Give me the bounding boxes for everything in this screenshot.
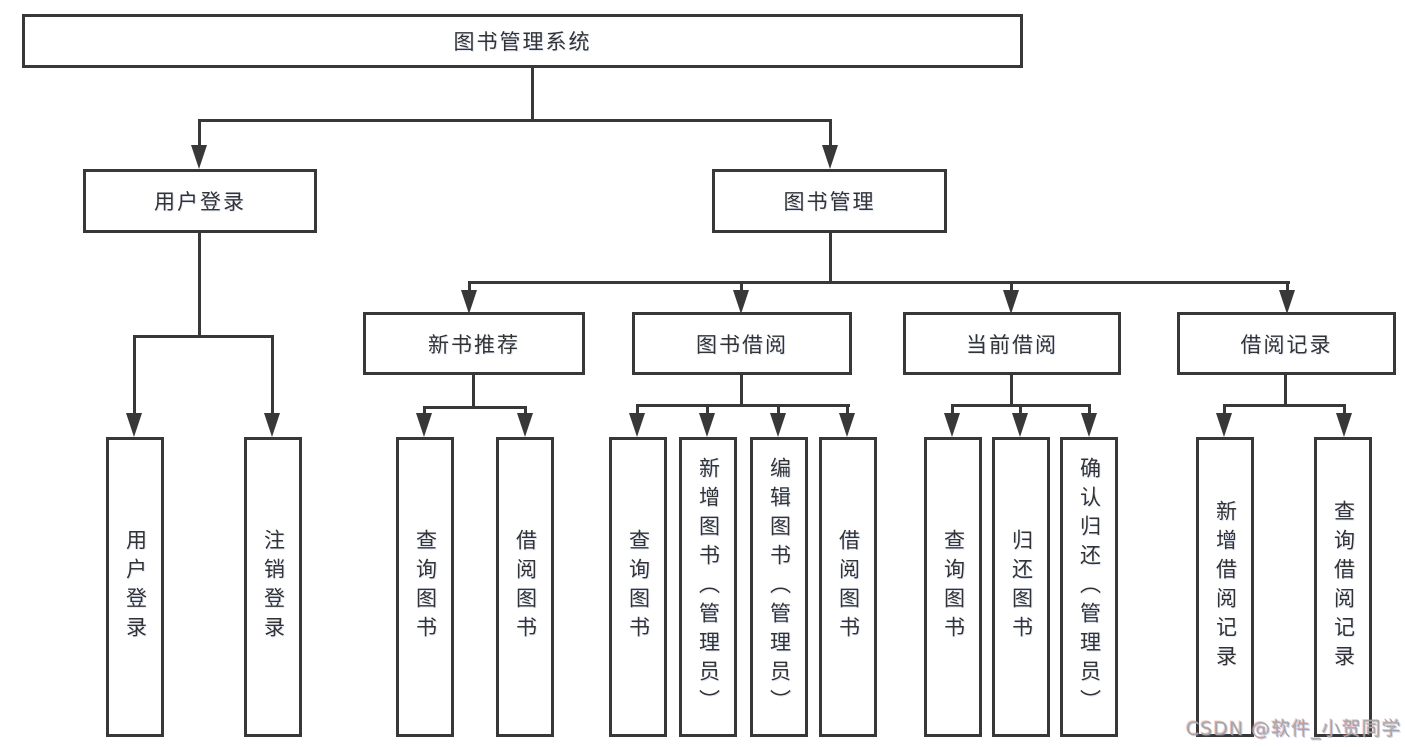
arrow-down <box>1336 413 1352 437</box>
connector-line <box>271 335 274 417</box>
csdn-watermark: CSDN @软件_小贺同学 <box>1186 718 1402 740</box>
node-user-login: 用户登录 <box>83 169 317 233</box>
leaf-label: 新增图书（管理员） <box>696 456 721 718</box>
leaf-label: 查询图书 <box>941 529 966 645</box>
leaf-label: 注销登录 <box>261 529 286 645</box>
arrow-down <box>944 413 960 437</box>
leaf-label: 新增借阅记录 <box>1213 500 1238 674</box>
connector-line <box>740 375 743 407</box>
arrow-down <box>264 413 280 437</box>
arrow-down <box>126 413 142 437</box>
connector-line <box>740 281 743 293</box>
connector-line <box>472 375 475 409</box>
leaf-label: 借阅图书 <box>513 529 538 645</box>
node-label: 图书管理 <box>783 190 876 214</box>
connector-line <box>133 335 136 417</box>
connector-line <box>1010 375 1013 407</box>
node-label: 用户登录 <box>154 190 246 214</box>
arrow-down <box>733 290 749 314</box>
arrow-down <box>1216 413 1232 437</box>
arrow-down <box>629 413 645 437</box>
connector-line <box>198 233 201 338</box>
leaf-user-login: 用户登录 <box>106 437 164 737</box>
leaf-query-borrow-record: 查询借阅记录 <box>1314 437 1372 737</box>
arrow-down <box>699 413 715 437</box>
arrow-down <box>416 413 432 437</box>
node-book-borrowing: 图书借阅 <box>632 312 852 375</box>
node-label: 新书推荐 <box>428 332 520 357</box>
node-label: 图书借阅 <box>696 332 788 357</box>
node-current-borrowing: 当前借阅 <box>903 312 1121 375</box>
node-borrowing-records: 借阅记录 <box>1177 312 1396 375</box>
connector-line <box>423 406 527 409</box>
arrow-down <box>191 145 207 169</box>
leaf-label: 查询图书 <box>626 529 651 645</box>
leaf-label: 查询借阅记录 <box>1331 500 1356 674</box>
connector-line <box>777 404 780 417</box>
connector-line <box>198 119 201 149</box>
arrow-down <box>461 290 477 314</box>
connector-line <box>1223 404 1226 417</box>
connector-line <box>468 281 471 293</box>
leaf-query-books-recommend: 查询图书 <box>396 437 454 737</box>
connector-line <box>829 119 832 149</box>
connector-line <box>1286 281 1289 293</box>
connector-line <box>1343 404 1346 417</box>
node-new-book-recommend: 新书推荐 <box>363 312 585 375</box>
leaf-label: 归还图书 <box>1009 529 1034 645</box>
leaf-edit-book-admin: 编辑图书（管理员） <box>750 437 808 737</box>
leaf-borrow-books-recommend: 借阅图书 <box>496 437 554 737</box>
leaf-logout: 注销登录 <box>244 437 302 737</box>
connector-line <box>524 406 527 417</box>
connector-line <box>133 335 274 338</box>
connector-line <box>1223 404 1345 407</box>
node-label: 借阅记录 <box>1240 332 1333 357</box>
connector-line <box>846 404 849 417</box>
arrow-down <box>822 145 838 169</box>
connector-line <box>1088 404 1091 417</box>
leaf-label: 编辑图书（管理员） <box>767 456 792 718</box>
connector-line <box>423 406 426 417</box>
connector-line <box>1284 375 1287 407</box>
arrow-down <box>1003 290 1019 314</box>
connector-line <box>1019 404 1022 417</box>
connector-line <box>706 404 709 417</box>
arrow-down <box>517 413 533 437</box>
connector-line <box>951 404 954 417</box>
arrow-down <box>1081 413 1097 437</box>
arrow-down <box>1279 290 1295 314</box>
connector-line <box>636 404 639 417</box>
arrow-down <box>770 413 786 437</box>
leaf-label: 借阅图书 <box>836 529 861 645</box>
node-book-management: 图书管理 <box>712 169 947 233</box>
arrow-down <box>1012 413 1028 437</box>
leaf-confirm-return-admin: 确认归还（管理员） <box>1060 437 1118 737</box>
node-label: 图书管理系统 <box>453 30 592 54</box>
leaf-add-book-admin: 新增图书（管理员） <box>679 437 737 737</box>
leaf-label: 查询图书 <box>413 529 438 645</box>
connector-line <box>198 119 832 122</box>
connector-line <box>636 404 850 407</box>
leaf-query-books-current: 查询图书 <box>924 437 982 737</box>
connector-line <box>1010 281 1013 293</box>
leaf-query-books-borrow: 查询图书 <box>609 437 667 737</box>
leaf-borrow-books: 借阅图书 <box>819 437 877 737</box>
node-library-system: 图书管理系统 <box>22 14 1023 68</box>
arrow-down <box>839 413 855 437</box>
connector-line <box>829 233 832 283</box>
connector-line <box>531 68 534 122</box>
leaf-add-borrow-record: 新增借阅记录 <box>1196 437 1254 737</box>
leaf-label: 确认归还（管理员） <box>1077 456 1102 718</box>
leaf-return-book: 归还图书 <box>992 437 1050 737</box>
leaf-label: 用户登录 <box>123 529 148 645</box>
node-label: 当前借阅 <box>966 332 1058 357</box>
connector-line <box>468 281 1290 284</box>
